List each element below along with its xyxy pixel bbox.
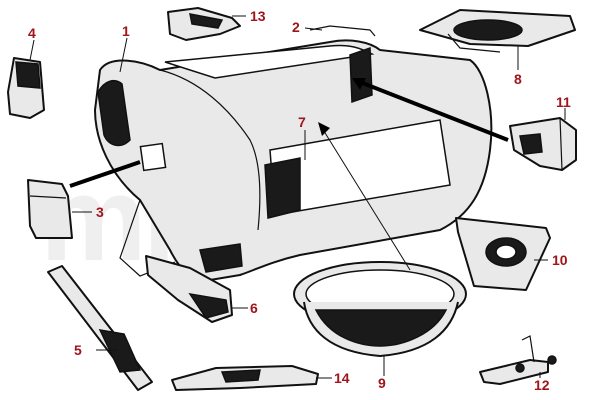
rear-corner-panel [7,57,45,119]
seal-strip [309,25,376,37]
callout-14: 14 [334,370,350,386]
callout-10: 10 [552,252,568,268]
upper-tray [419,9,576,53]
callout-9: 9 [378,375,386,391]
callout-5: 5 [74,342,82,358]
callout-1: 1 [122,23,130,39]
callout-6: 6 [250,300,258,316]
bottom-rail [171,365,319,391]
callout-7: 7 [298,114,306,130]
wheel-arch-cover [455,217,551,291]
lower-side-liner [145,255,233,323]
assembly-arrows [69,78,509,271]
callout-12: 12 [534,377,550,393]
side-strip [47,265,153,391]
top-bracket [167,7,241,41]
callout-4: 4 [28,25,36,41]
side-pocket-panel [27,179,73,239]
callout-11: 11 [556,94,571,110]
spare-wheel-well [293,261,467,357]
tie-down-bracket [479,335,557,385]
leader-lines [29,15,566,379]
trunk-tub [94,39,493,281]
callout-13: 13 [250,8,266,24]
bracket-housing [509,117,577,171]
callout-2: 2 [292,19,300,35]
callout-8: 8 [514,71,522,87]
callout-3: 3 [96,204,104,220]
